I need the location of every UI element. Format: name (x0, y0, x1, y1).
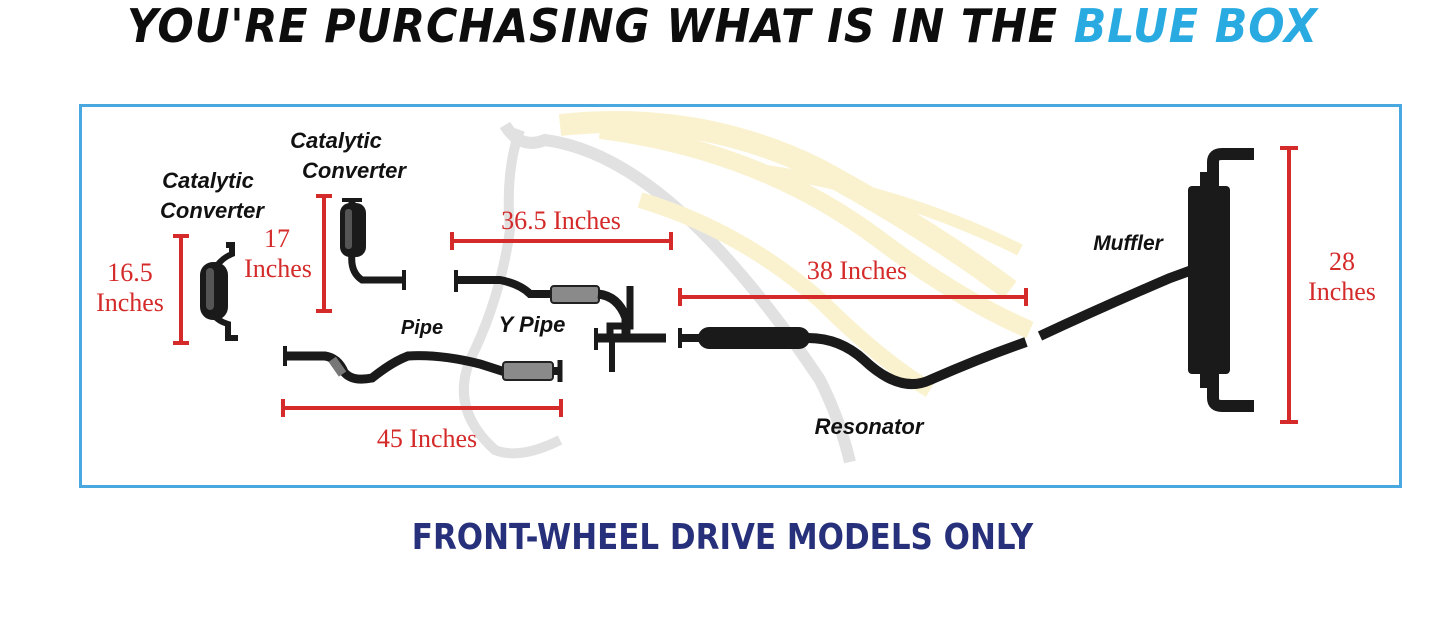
dimension-cat1-unit: Inches (96, 288, 164, 317)
dimension-muffler-line (1280, 146, 1298, 424)
dimension-cat2-line (316, 194, 332, 313)
dimension-resonator-line (678, 288, 1028, 306)
dimension-muffler-unit: Inches (1308, 277, 1376, 306)
drive-note: FRONT-WHEEL DRIVE MODELS ONLY (411, 517, 1034, 558)
y-pipe-label: Y Pipe (499, 312, 566, 337)
headline: YOU'RE PURCHASING WHAT IS IN THE BLUE BO… (51, 2, 1395, 50)
cat-converter-1-label-line1: Catalytic (162, 168, 254, 193)
dimension-resonator-label: 38 Inches (807, 256, 907, 285)
dimension-cat2-value: 17 (264, 224, 290, 253)
dimension-cat2-unit: Inches (244, 254, 312, 283)
dimension-muffler-value: 28 (1329, 247, 1355, 276)
muffler-part (1037, 148, 1254, 412)
blue-box-frame (79, 104, 1402, 488)
cat-converter-2-label-line1: Catalytic (290, 128, 382, 153)
muffler-label: Muffler (1093, 232, 1164, 255)
dimension-pipe-line (281, 399, 563, 417)
cat-converter-2-label-line2: Converter (302, 158, 407, 183)
catalytic-converter-1 (200, 242, 238, 341)
headline-highlight: BLUE BOX (1073, 0, 1318, 53)
pipe-label: Pipe (401, 317, 443, 339)
dimension-cat1-line (173, 234, 189, 345)
headline-prefix: YOU'RE PURCHASING WHAT IS IN THE (127, 0, 1058, 53)
y-pipe-part (454, 270, 666, 372)
dimension-y-pipe-line (450, 232, 673, 250)
dimension-y-pipe-label: 36.5 Inches (501, 206, 621, 235)
dimension-lines (173, 146, 1298, 424)
dimension-cat1-value: 16.5 (107, 258, 153, 287)
catalytic-converter-2 (340, 198, 406, 290)
resonator-label: Resonator (815, 414, 925, 439)
pipe-part (283, 346, 563, 384)
resonator-part (678, 327, 1028, 389)
dimension-pipe-label: 45 Inches (377, 424, 477, 453)
cat-converter-1-label-line2: Converter (160, 198, 265, 223)
